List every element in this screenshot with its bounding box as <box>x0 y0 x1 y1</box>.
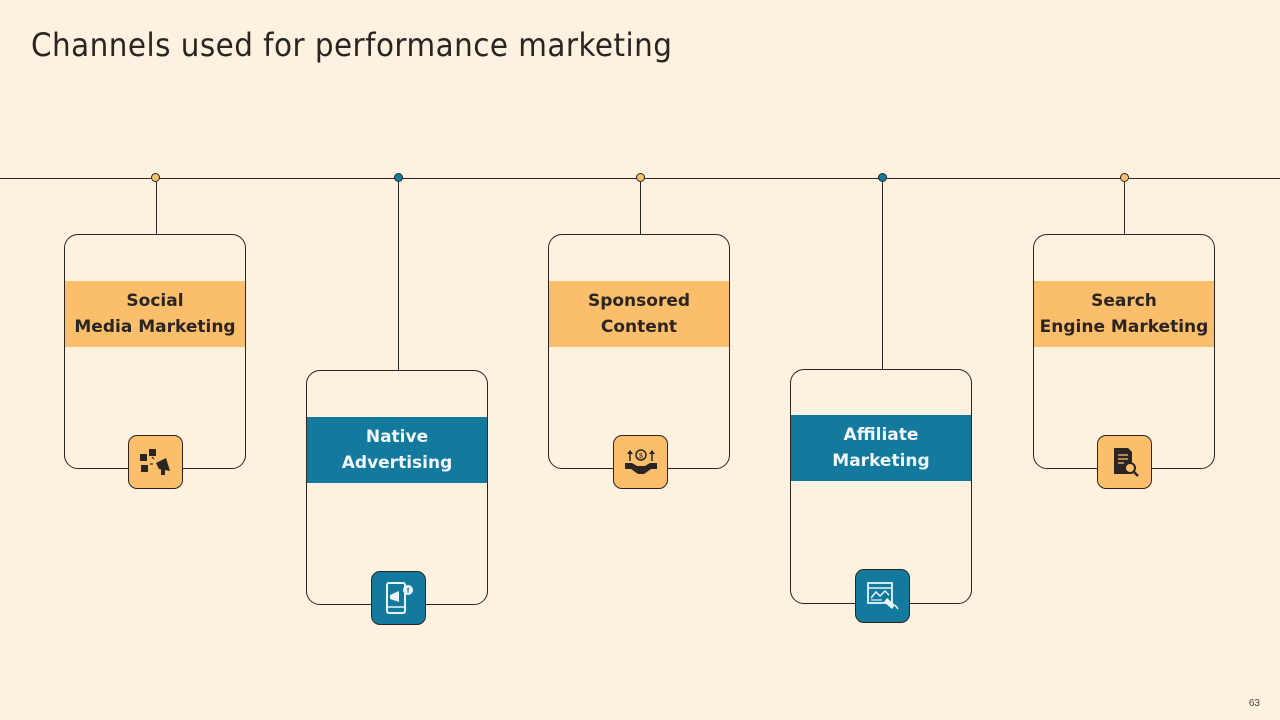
connector-4 <box>882 182 883 370</box>
handshake-money-icon: $ <box>613 435 668 489</box>
label-line-1: Search <box>1091 291 1157 311</box>
label-line-1: Affiliate <box>843 425 919 445</box>
label-line-2: Media Marketing <box>74 317 236 337</box>
page-number: 63 <box>1248 698 1260 709</box>
page-title: Channels used for performance marketing <box>31 26 673 64</box>
timeline-dot-2 <box>394 173 403 182</box>
connector-5 <box>1124 182 1125 235</box>
label-line-2: Content <box>600 317 678 337</box>
label-line-1: Native <box>365 427 429 447</box>
timeline-dot-4 <box>878 173 887 182</box>
label-line-1: Sponsored <box>587 291 691 311</box>
social-media-megaphone-icon <box>128 435 183 489</box>
timeline-dot-3 <box>636 173 645 182</box>
mobile-megaphone-icon: f <box>371 571 426 625</box>
svg-text:f: f <box>406 588 409 595</box>
svg-text:$: $ <box>639 453 643 460</box>
label-line-2: Engine Marketing <box>1039 317 1209 337</box>
label-line-2: Marketing <box>832 451 930 471</box>
timeline-dot-1 <box>151 173 160 182</box>
connector-1 <box>156 182 157 235</box>
label-line-1: Social <box>126 291 184 311</box>
web-analytics-icon <box>855 569 910 623</box>
connector-2 <box>398 182 399 371</box>
timeline-dot-5 <box>1120 173 1129 182</box>
document-search-icon <box>1097 435 1152 489</box>
connector-3 <box>640 182 641 235</box>
label-line-2: Advertising <box>341 453 453 473</box>
